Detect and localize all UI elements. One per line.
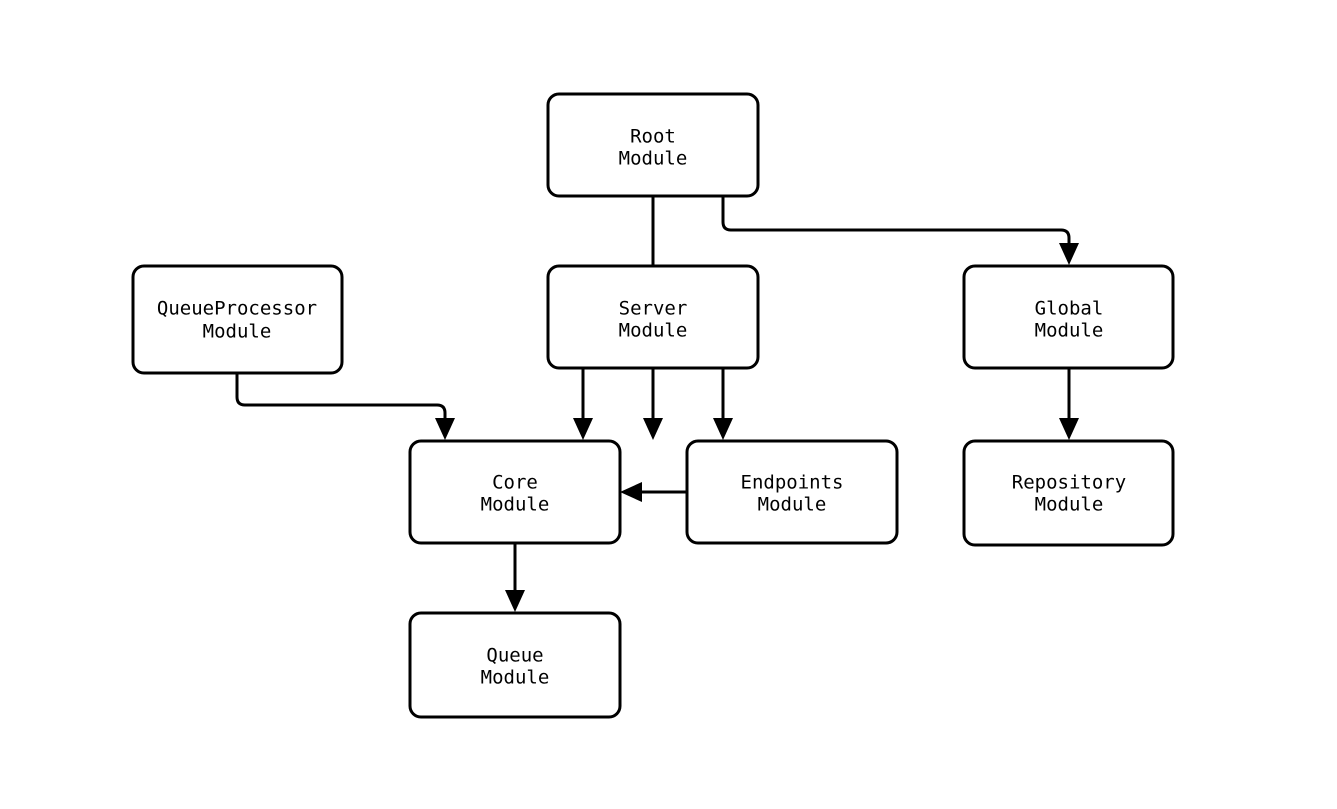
arrowhead-icon	[620, 482, 642, 502]
node-label-line2: Module	[481, 494, 550, 516]
arrowhead-icon	[1059, 418, 1079, 440]
edge-global-to-repository	[1059, 368, 1079, 440]
node-repository-module[interactable]: Repository Module	[962, 439, 1175, 547]
node-box[interactable]	[546, 264, 760, 370]
edge-server-to-endpoints	[713, 368, 733, 440]
node-label-line1: Core	[492, 472, 538, 494]
node-endpoints-module[interactable]: Endpoints Module	[685, 439, 899, 545]
edge-line	[235, 373, 447, 425]
node-box[interactable]	[962, 264, 1175, 370]
arrowhead-icon	[1059, 243, 1079, 265]
node-layer: Root Module QueueProcessor Module Server…	[131, 92, 1175, 719]
edge-root-to-global	[721, 196, 1079, 265]
node-core-module[interactable]: Core Module	[408, 439, 622, 545]
edge-line	[721, 196, 1071, 250]
edge-core-to-queue	[505, 543, 525, 612]
node-label-line1: Queue	[486, 645, 543, 667]
edge-endpoints-to-core	[620, 482, 687, 502]
node-root-module[interactable]: Root Module	[546, 92, 760, 198]
node-server-module[interactable]: Server Module	[546, 264, 760, 370]
node-label-line1: Global	[1035, 298, 1104, 320]
node-label-line1: Endpoints	[741, 472, 844, 494]
node-queue-module[interactable]: Queue Module	[408, 611, 622, 719]
node-label-line1: Server	[619, 298, 688, 320]
arrowhead-icon	[573, 418, 593, 440]
node-label-line2: Module	[758, 494, 827, 516]
edge-layer	[235, 196, 1079, 612]
node-box[interactable]	[685, 439, 899, 545]
node-label-line1: QueueProcessor	[157, 298, 317, 320]
edge-queueprocessor-to-core	[235, 373, 455, 440]
arrowhead-icon	[435, 418, 455, 440]
arrowhead-icon	[713, 418, 733, 440]
node-box[interactable]	[546, 92, 760, 198]
node-label-line2: Module	[1035, 320, 1104, 342]
node-label-line2: Module	[203, 321, 272, 343]
node-label-line2: Module	[619, 148, 688, 170]
arrowhead-icon	[643, 418, 663, 440]
arrowhead-icon	[505, 590, 525, 612]
node-box[interactable]	[408, 439, 622, 545]
node-box[interactable]	[131, 264, 344, 375]
node-box[interactable]	[962, 439, 1175, 547]
edge-server-to-core	[573, 368, 593, 440]
node-label-line2: Module	[1035, 494, 1104, 516]
node-label-line1: Repository	[1012, 472, 1126, 494]
node-label-line1: Root	[630, 126, 676, 148]
node-queueprocessor-module[interactable]: QueueProcessor Module	[131, 264, 344, 375]
node-label-line2: Module	[619, 320, 688, 342]
node-box[interactable]	[408, 611, 622, 719]
node-label-line2: Module	[481, 667, 550, 689]
node-global-module[interactable]: Global Module	[962, 264, 1175, 370]
